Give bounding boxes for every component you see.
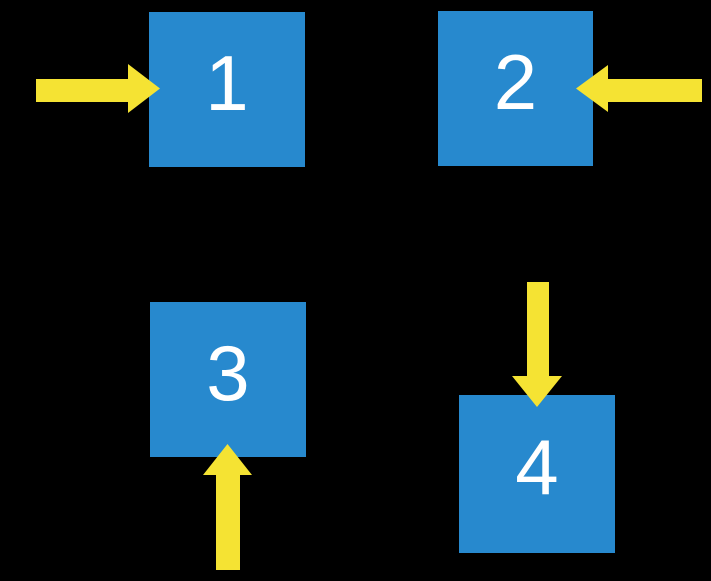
square-4: 4 xyxy=(459,395,615,553)
up-arrow-shape xyxy=(203,444,252,570)
square-1-label: 1 xyxy=(205,38,249,127)
square-1: 1 xyxy=(149,12,305,167)
right-arrow-icon xyxy=(36,64,160,113)
square-3: 3 xyxy=(150,302,306,457)
right-arrow-shape xyxy=(36,64,160,113)
left-arrow-shape xyxy=(576,65,702,112)
square-2-label: 2 xyxy=(493,37,538,126)
square-3-label: 3 xyxy=(206,328,250,417)
square-4-label: 4 xyxy=(515,423,559,511)
left-arrow-icon xyxy=(576,65,702,112)
down-arrow-icon xyxy=(512,282,562,407)
square-2: 2 xyxy=(438,11,593,166)
up-arrow-icon xyxy=(203,444,252,570)
down-arrow-shape xyxy=(512,282,562,407)
